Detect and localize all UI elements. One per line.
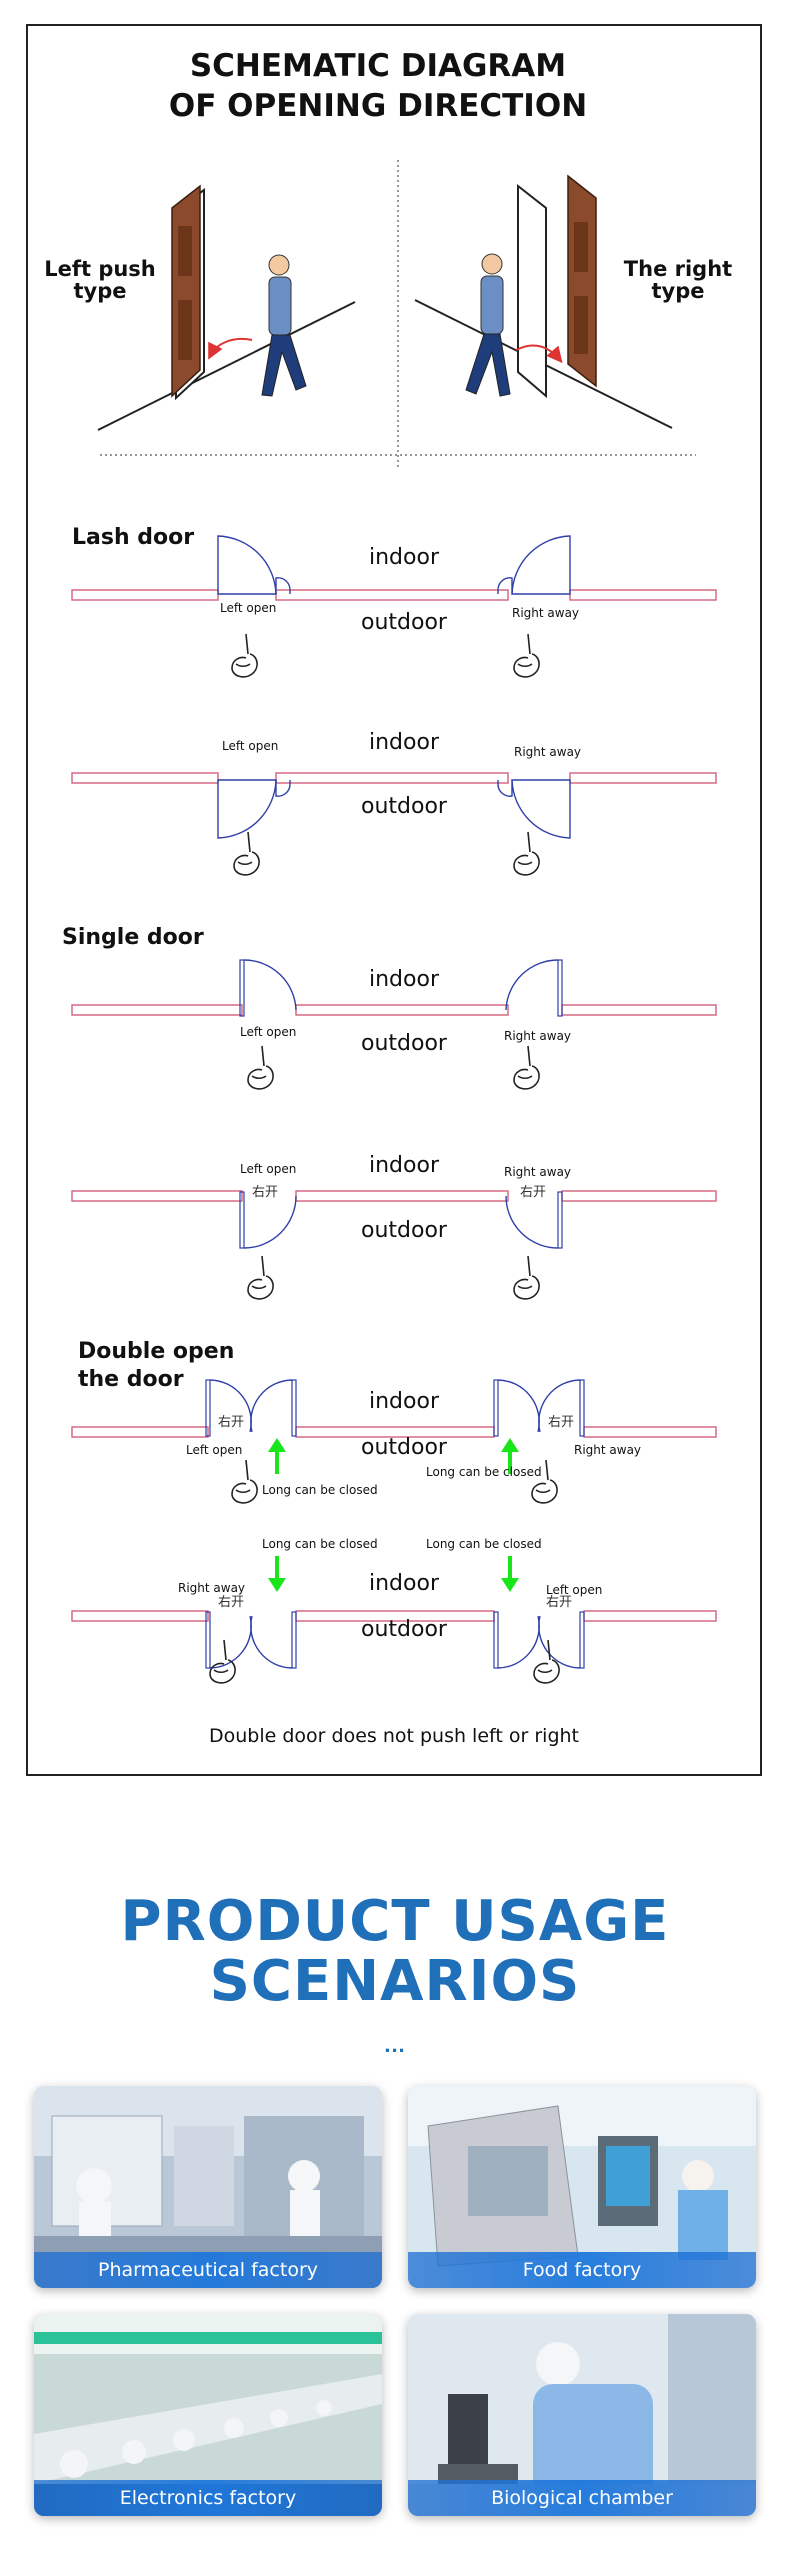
scenario-label: Pharmaceutical factory bbox=[34, 2252, 382, 2288]
left-push-illustration bbox=[97, 184, 356, 431]
long-closed-label: Long can be closed bbox=[262, 1537, 378, 1551]
right-away-label: Right away bbox=[574, 1443, 641, 1457]
single-door-row-1 bbox=[71, 959, 717, 1017]
hand-push-icon bbox=[231, 1459, 258, 1504]
scenario-card-pharmaceutical[interactable]: Pharmaceutical factory bbox=[34, 2086, 382, 2288]
cn-label: 右开 bbox=[218, 1595, 244, 1610]
green-arrow-up-icon bbox=[268, 1438, 286, 1474]
right-away-label: Right away bbox=[514, 745, 581, 759]
outdoor-label: outdoor bbox=[361, 1435, 448, 1460]
left-open-label: Left open bbox=[240, 1025, 296, 1039]
outdoor-label: outdoor bbox=[361, 1031, 448, 1056]
footer-note: Double door does not push left or right bbox=[209, 1725, 579, 1747]
hand-push-icon bbox=[231, 633, 258, 678]
outdoor-label: outdoor bbox=[361, 794, 448, 819]
right-type-label-line2: type bbox=[651, 279, 704, 303]
hand-push-icon bbox=[233, 831, 260, 876]
indoor-label: indoor bbox=[369, 545, 440, 570]
diagram-title-line2: OF OPENING DIRECTION bbox=[169, 88, 587, 124]
hand-push-icon bbox=[513, 1255, 540, 1300]
scenarios-title-line2: SCENARIOS bbox=[209, 1949, 581, 2014]
cn-label: 右开 bbox=[548, 1415, 574, 1430]
left-push-label-line1: Left push bbox=[44, 257, 156, 281]
cn-label: 右开 bbox=[546, 1595, 572, 1610]
diagram-title-line1: SCHEMATIC DIAGRAM bbox=[190, 48, 566, 84]
section-lash-door: Lash door bbox=[72, 525, 194, 550]
section-double-door-line1: Double open bbox=[78, 1339, 234, 1364]
cn-label: 右开 bbox=[218, 1415, 244, 1430]
outdoor-label: outdoor bbox=[361, 610, 448, 635]
scenarios-divider-dots: ... bbox=[384, 2032, 406, 2057]
green-arrow-up-icon bbox=[501, 1438, 519, 1474]
scenarios-title-line1: PRODUCT USAGE bbox=[120, 1889, 670, 1954]
left-open-label: Left open bbox=[240, 1162, 296, 1176]
hand-push-icon bbox=[533, 1639, 560, 1684]
hand-push-icon bbox=[513, 633, 540, 678]
outdoor-label: outdoor bbox=[361, 1617, 448, 1642]
long-closed-label: Long can be closed bbox=[426, 1537, 542, 1551]
scenario-card-electronics[interactable]: Electronics factory bbox=[34, 2314, 382, 2516]
hand-push-icon bbox=[247, 1255, 274, 1300]
lash-door-row-1 bbox=[71, 535, 717, 601]
double-door-row-2 bbox=[71, 1610, 717, 1669]
right-away-label: Right away bbox=[512, 606, 579, 620]
hand-push-icon bbox=[513, 831, 540, 876]
right-type-label-line1: The right bbox=[624, 257, 732, 281]
cn-label: 右开 bbox=[252, 1185, 278, 1200]
left-open-label: Left open bbox=[220, 601, 276, 615]
long-closed-label: Long can be closed bbox=[262, 1483, 378, 1497]
long-closed-label: Long can be closed bbox=[426, 1465, 542, 1479]
right-away-label: Right away bbox=[504, 1165, 571, 1179]
green-arrow-down-icon bbox=[501, 1556, 519, 1592]
indoor-label: indoor bbox=[369, 967, 440, 992]
pharmaceutical-factory-image bbox=[34, 2086, 382, 2288]
indoor-label: indoor bbox=[369, 1389, 440, 1414]
indoor-label: indoor bbox=[369, 1153, 440, 1178]
right-away-label: Right away bbox=[504, 1029, 571, 1043]
left-push-label-line2: type bbox=[73, 279, 126, 303]
hand-push-icon bbox=[247, 1045, 274, 1090]
scenarios-title: PRODUCT USAGE SCENARIOS bbox=[0, 1892, 790, 2012]
hand-push-icon bbox=[209, 1639, 236, 1684]
scenario-label: Food factory bbox=[408, 2252, 756, 2288]
diagram-frame bbox=[26, 24, 762, 1776]
double-door-row-1 bbox=[71, 1379, 717, 1438]
indoor-label: indoor bbox=[369, 1571, 440, 1596]
right-type-illustration bbox=[414, 174, 673, 429]
scenario-label: Electronics factory bbox=[34, 2480, 382, 2516]
lash-door-row-2 bbox=[71, 772, 717, 839]
left-open-label: Left open bbox=[222, 739, 278, 753]
cn-label: 右开 bbox=[520, 1185, 546, 1200]
right-away-label: Right away bbox=[178, 1581, 245, 1595]
single-door-row-2 bbox=[71, 1190, 717, 1249]
scenario-card-biological[interactable]: Biological chamber bbox=[408, 2314, 756, 2516]
scenario-label: Biological chamber bbox=[408, 2480, 756, 2516]
opening-direction-diagram: SCHEMATIC DIAGRAM OF OPENING DIRECTION L… bbox=[44, 48, 732, 1747]
left-open-label: Left open bbox=[186, 1443, 242, 1457]
left-open-label: Left open bbox=[546, 1583, 602, 1597]
hand-push-icon bbox=[513, 1045, 540, 1090]
outdoor-label: outdoor bbox=[361, 1218, 448, 1243]
scenario-card-food[interactable]: Food factory bbox=[408, 2086, 756, 2288]
indoor-label: indoor bbox=[369, 730, 440, 755]
section-double-door-line2: the door bbox=[78, 1367, 184, 1392]
section-single-door: Single door bbox=[62, 925, 204, 950]
green-arrow-down-icon bbox=[268, 1556, 286, 1592]
